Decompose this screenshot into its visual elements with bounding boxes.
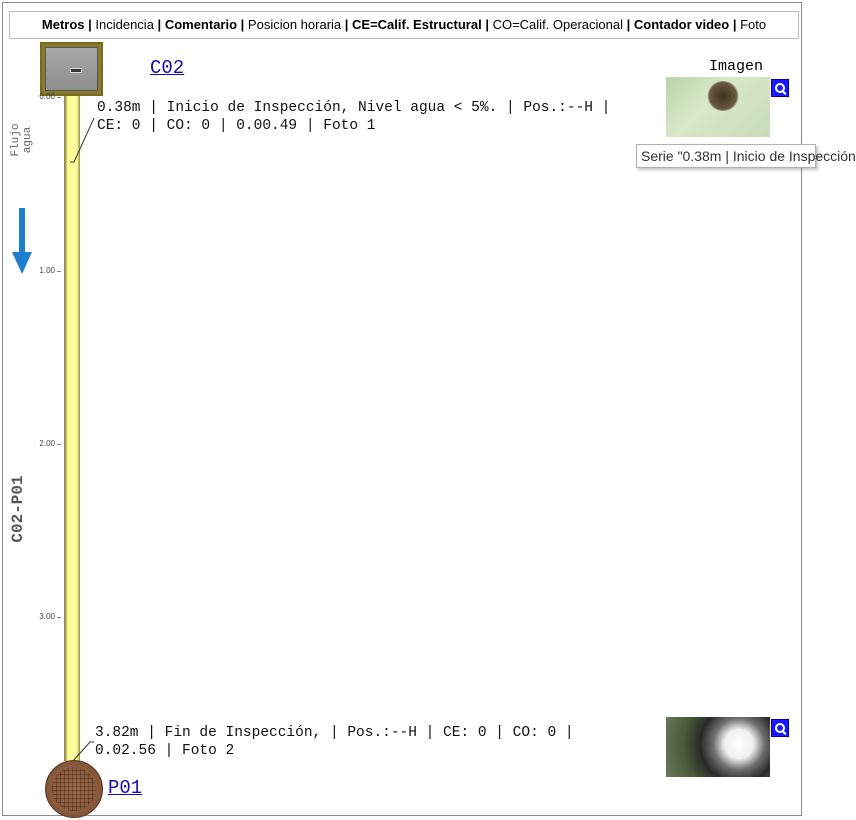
inspection-photo-thumbnail[interactable] xyxy=(666,77,770,137)
manhole-round-icon xyxy=(45,760,103,818)
flow-label: Flujo agua xyxy=(10,123,34,157)
depth-tick: 0.00 xyxy=(25,92,61,101)
depth-tick: 3.00 xyxy=(25,612,61,621)
legend-bar: Metros | Incidencia | Comentario | Posic… xyxy=(9,11,799,39)
legend-posicion: Posicion horaria xyxy=(247,17,342,32)
manhole-square-icon xyxy=(40,42,103,96)
flow-arrow-down-icon xyxy=(12,208,32,274)
legend-incidencia: Incidencia xyxy=(95,17,154,32)
event-line-1: 3.82m | Fin de Inspección, | Pos.:--H | … xyxy=(95,725,574,741)
legend-co: CO=Calif. Operacional xyxy=(492,17,623,32)
legend-ce: CE=Calif. Estructural xyxy=(352,17,482,32)
event-line-1: 0.38m | Inicio de Inspección, Nivel agua… xyxy=(97,100,611,116)
node-link-end[interactable]: P01 xyxy=(108,777,143,799)
event-line-2: 0.02.56 | Foto 2 xyxy=(95,743,235,759)
legend-metros: Metros xyxy=(41,17,85,32)
magnifier-icon[interactable] xyxy=(771,79,789,97)
event-leader-line xyxy=(70,117,95,163)
event-item[interactable]: 0.38m | Inicio de Inspección, Nivel agua… xyxy=(97,99,610,135)
inspection-photo-thumbnail[interactable] xyxy=(666,717,770,777)
legend-foto: Foto xyxy=(740,17,767,32)
pipe-segment-label: C02-P01 xyxy=(9,475,27,543)
chart-frame xyxy=(2,2,802,816)
event-item[interactable]: 3.82m | Fin de Inspección, | Pos.:--H | … xyxy=(95,724,574,760)
legend-contador: Contador video xyxy=(633,17,730,32)
node-link-start[interactable]: C02 xyxy=(150,57,185,79)
depth-tick: 2.00 xyxy=(25,439,61,448)
depth-tick: 1.00 xyxy=(25,266,61,275)
legend-comentario: Comentario xyxy=(164,17,238,32)
magnifier-icon[interactable] xyxy=(771,719,789,737)
image-column-header: Imagen xyxy=(709,58,764,75)
event-leader-line xyxy=(71,741,94,763)
tooltip: Serie "0.38m | Inicio de Inspección xyxy=(636,144,856,168)
event-line-2: CE: 0 | CO: 0 | 0.00.49 | Foto 1 xyxy=(97,118,376,134)
pipe-segment xyxy=(64,96,80,761)
